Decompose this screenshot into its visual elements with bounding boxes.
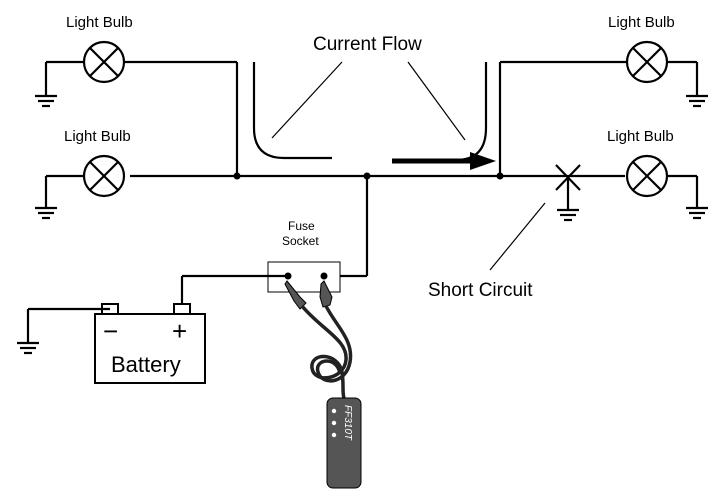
short-circuit-label: Short Circuit [428, 280, 533, 301]
tester-led-2-icon [331, 420, 337, 426]
tester-cable [300, 304, 353, 399]
current-flow-label: Current Flow [313, 34, 422, 55]
short-circuit-pointer-line [489, 202, 546, 271]
bulb-top-left-icon [82, 40, 126, 84]
current-flow-bracket [252, 61, 488, 162]
tester-alligator-clip-left-icon [284, 280, 307, 310]
ground-top-right-icon [686, 62, 708, 108]
light-bulb-top-left [35, 40, 239, 176]
ground-mid-left-icon [35, 176, 57, 220]
ground-mid-right-icon [686, 176, 708, 220]
bulb-mid-right-label: Light Bulb [607, 128, 674, 145]
current-flow-arrow-icon [392, 152, 496, 170]
bulb-mid-left-icon [82, 154, 126, 198]
bulb-top-right-icon [625, 40, 669, 84]
bulb-top-right-label: Light Bulb [608, 14, 675, 31]
fuse-tester-device [326, 397, 362, 489]
tester-model-label: FF310T [342, 405, 353, 441]
battery-ground-icon [17, 307, 110, 355]
light-bulb-mid-right [625, 154, 708, 220]
bulb-mid-left-label: Light Bulb [64, 128, 131, 145]
battery-plus-sign: + [172, 316, 187, 346]
tester-led-1-icon [331, 408, 337, 414]
battery-minus-sign: − [103, 316, 118, 346]
light-bulb-mid-left [35, 154, 126, 220]
battery-label: Battery [111, 352, 181, 377]
short-circuit-mark-icon [555, 164, 581, 222]
fuse-socket-label-line1: Fuse [288, 219, 315, 233]
light-bulb-top-right [498, 40, 708, 176]
ground-top-left-icon [35, 62, 57, 108]
tester-alligator-clip-right-icon [319, 280, 333, 308]
bulb-top-left-label: Light Bulb [66, 14, 133, 31]
bulb-mid-right-icon [625, 154, 669, 198]
battery-icon [94, 303, 206, 384]
tester-led-3-icon [331, 432, 337, 438]
fuse-socket-label-line2: Socket [282, 234, 319, 248]
